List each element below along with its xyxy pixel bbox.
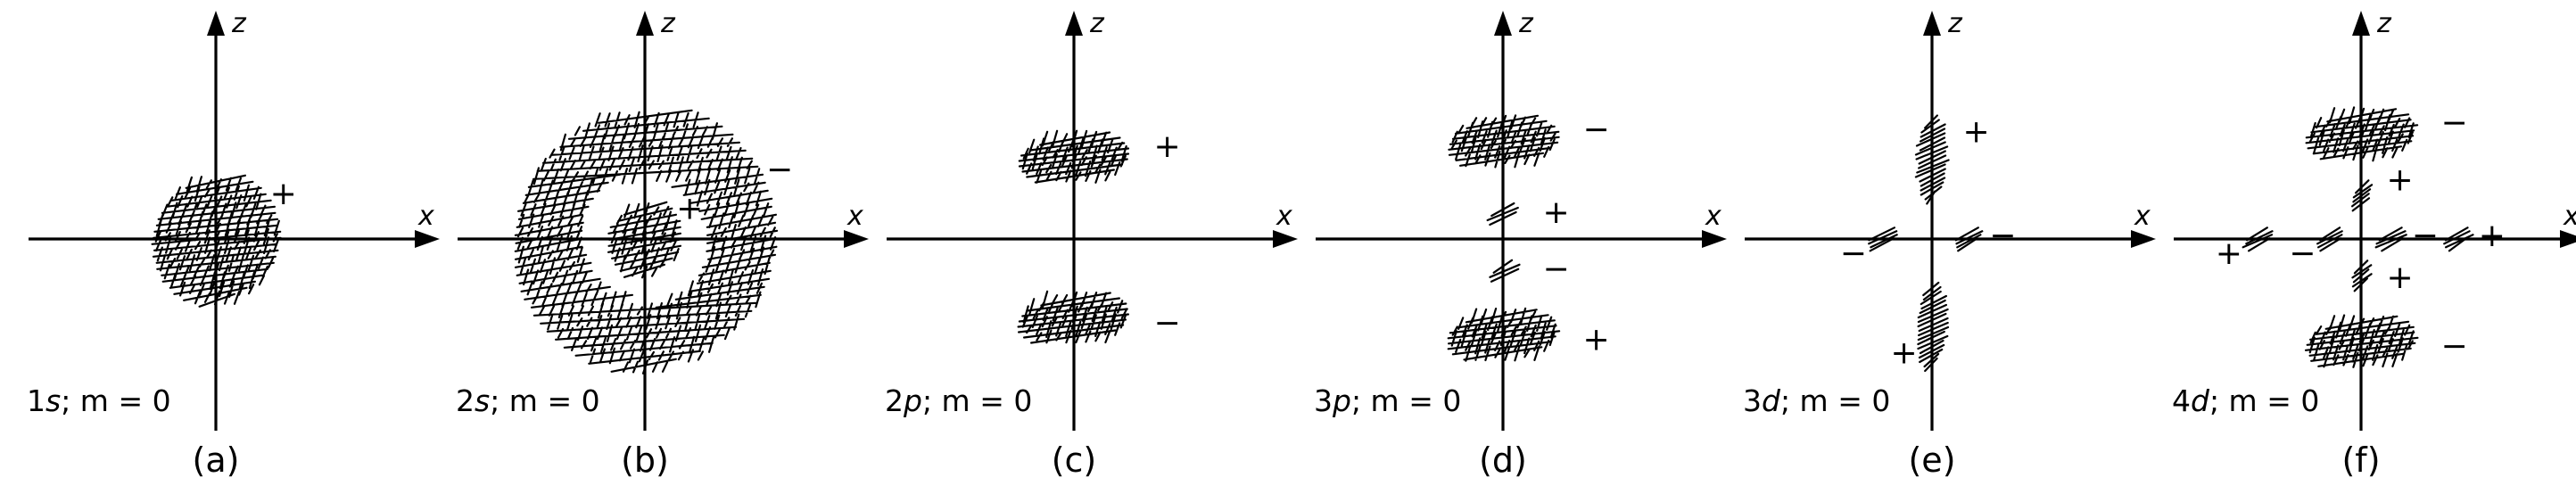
sign-f-6: − xyxy=(2289,235,2316,272)
orbital-m: ; m = 0 xyxy=(922,383,1032,418)
sign-f-4: + xyxy=(2216,235,2242,272)
lobe-d-2 xyxy=(1489,259,1521,283)
lobe-e-2 xyxy=(1954,226,1984,252)
panel-caption: (a) xyxy=(193,440,240,480)
panel-e: + + − − x z 3d; m = 0 (e) xyxy=(1743,8,2156,480)
panel-caption: (e) xyxy=(1908,440,1955,480)
x-axis-label: x xyxy=(417,201,434,232)
orbital-label: 3d; m = 0 xyxy=(1743,383,1890,418)
orbital-n: 2 xyxy=(885,383,904,418)
x-axis-arrowhead-icon xyxy=(1702,230,1727,248)
panel-caption: (f) xyxy=(2341,440,2380,480)
lobe-f-7 xyxy=(2374,226,2407,252)
x-axis-label: x xyxy=(1276,201,1292,232)
orbital-l: p xyxy=(1332,383,1351,418)
x-axis-label: x xyxy=(2134,201,2151,232)
lobe-f-5 xyxy=(2443,226,2474,252)
orbital-n: 3 xyxy=(1314,383,1333,418)
lobe-f-4 xyxy=(2242,226,2274,252)
sign-f-0: − xyxy=(2441,105,2468,142)
sign-c-0: + xyxy=(1154,128,1181,165)
sign-e-1: + xyxy=(1891,334,1918,371)
panel-a: + x z 1s; m = 0 (a) xyxy=(27,8,440,480)
x-axis-arrowhead-icon xyxy=(2131,230,2156,248)
x-axis-label: x xyxy=(846,201,863,232)
sign-c-1: − xyxy=(1154,305,1181,342)
z-axis-arrowhead-icon xyxy=(636,11,654,36)
sign-f-1: + xyxy=(2387,161,2414,198)
x-axis-arrowhead-icon xyxy=(415,230,440,248)
panel-caption: (d) xyxy=(1479,440,1527,480)
sign-d-3: + xyxy=(1583,322,1610,358)
panel-f: −++−++−−xz4d; m = 0(f) xyxy=(2172,8,2576,480)
orbital-m: ; m = 0 xyxy=(61,383,170,418)
sign-b-1: − xyxy=(766,152,793,188)
z-axis-label: z xyxy=(1947,8,1963,39)
z-axis-arrowhead-icon xyxy=(1494,11,1512,36)
orbital-l: s xyxy=(45,383,61,418)
orbital-l: p xyxy=(903,383,922,418)
sign-d-1: + xyxy=(1543,194,1570,231)
orbital-m: ; m = 0 xyxy=(2209,383,2319,418)
orbital-label: 1s; m = 0 xyxy=(27,383,171,418)
sign-a-0: + xyxy=(270,176,297,212)
orbital-l: d xyxy=(1762,383,1781,418)
x-axis-arrowhead-icon xyxy=(1273,230,1298,248)
orbital-label: 3p; m = 0 xyxy=(1314,383,1461,418)
sign-d-2: − xyxy=(1543,251,1570,288)
sign-f-7: − xyxy=(2412,218,2439,254)
z-axis-arrowhead-icon xyxy=(1065,11,1083,36)
orbital-label: 4d; m = 0 xyxy=(2172,383,2319,418)
orbital-label: 2s; m = 0 xyxy=(456,383,600,418)
sign-e-3: − xyxy=(1840,235,1867,272)
x-axis-label: x xyxy=(1705,201,1721,232)
sign-b-0: + xyxy=(676,190,703,226)
panel-caption: (c) xyxy=(1052,440,1097,480)
panel-b: + − x z 2s; m = 0 (b) xyxy=(456,8,869,480)
z-axis-label: z xyxy=(660,8,676,39)
panel-caption: (b) xyxy=(621,440,669,480)
z-axis-label: z xyxy=(2376,8,2392,39)
orbital-m: ; m = 0 xyxy=(1351,383,1461,418)
z-axis-label: z xyxy=(231,8,247,39)
sign-e-0: + xyxy=(1963,113,1990,150)
z-axis-label: z xyxy=(1089,8,1105,39)
orbital-l: s xyxy=(475,383,490,418)
sign-f-5: + xyxy=(2479,218,2506,254)
orbital-l: d xyxy=(2191,383,2210,418)
orbital-n: 2 xyxy=(456,383,475,418)
x-axis-arrowhead-icon xyxy=(2560,230,2576,248)
orbital-m: ; m = 0 xyxy=(490,383,599,418)
orbital-n: 1 xyxy=(27,383,45,418)
panel-c: + − x z 2p; m = 0 (c) xyxy=(885,8,1298,480)
z-axis-label: z xyxy=(1518,8,1534,39)
z-axis-arrowhead-icon xyxy=(1923,11,1941,36)
sign-d-0: − xyxy=(1583,111,1610,148)
z-axis-arrowhead-icon xyxy=(207,11,225,36)
lobe-e-3 xyxy=(1868,226,1898,252)
orbital-m: ; m = 0 xyxy=(1780,383,1890,418)
z-axis-arrowhead-icon xyxy=(2352,11,2370,36)
x-axis-arrowhead-icon xyxy=(844,230,869,248)
sign-e-2: − xyxy=(1989,218,2016,254)
orbital-n: 4 xyxy=(2172,383,2191,418)
sign-f-2: + xyxy=(2387,259,2414,296)
lobe-f-6 xyxy=(2316,226,2343,252)
orbital-label: 2p; m = 0 xyxy=(885,383,1032,418)
x-axis-label: x xyxy=(2563,201,2576,232)
orbital-n: 3 xyxy=(1743,383,1762,418)
sign-f-3: − xyxy=(2441,328,2468,365)
